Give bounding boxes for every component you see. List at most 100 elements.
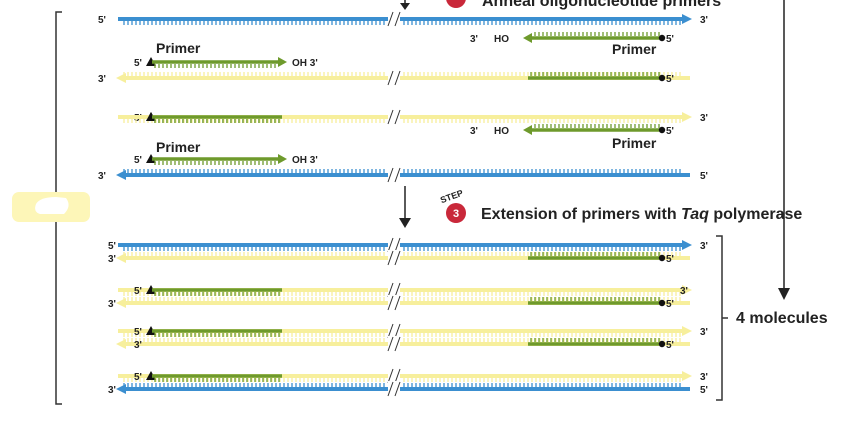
molecule-1-bottom-break-line-b xyxy=(394,250,401,266)
step3-title-em: Taq xyxy=(681,206,709,223)
molecule-1-top-break-line-b xyxy=(394,237,401,253)
molecule-4-bottom-break-line-b xyxy=(394,381,401,397)
label-5prime: 5' xyxy=(134,327,142,338)
label-3prime: 3' xyxy=(700,113,708,124)
label-5prime: 5' xyxy=(134,58,142,69)
step3-number: 3 xyxy=(453,208,459,220)
strand-a-bottom-green-bases xyxy=(530,72,660,76)
primer-r1-marker xyxy=(658,34,666,42)
step3-badge xyxy=(446,203,466,223)
primer-l1-arrowhead xyxy=(278,57,287,67)
molecule-2-bottom-green-bases xyxy=(530,297,660,301)
molecule-4-top-bases xyxy=(123,378,681,382)
strand-b-top-arrowhead xyxy=(682,112,692,122)
strand-a-bottom-break-line-b xyxy=(394,70,401,86)
label-oh3: OH 3' xyxy=(292,155,318,166)
label-primer: Primer xyxy=(612,41,657,57)
label-5prime: 5' xyxy=(134,155,142,166)
primer-r2-bases xyxy=(534,124,660,128)
molecule-2-top-bases xyxy=(123,292,681,296)
molecule-2-bottom-break-gap xyxy=(388,295,400,311)
strand-a-top-arrowhead xyxy=(682,14,692,24)
step3-title: Extension of primers with Taq polymerase xyxy=(481,206,802,223)
cycle-arrow-head xyxy=(778,288,790,300)
strand-b-top-bases xyxy=(123,119,681,123)
label-3prime: 3' xyxy=(108,385,116,396)
molecule-1-bottom-bases xyxy=(123,252,681,256)
molecule-3-top-break-gap xyxy=(388,323,400,339)
strand-b-bottom-break-gap xyxy=(388,167,400,183)
molecule-1-top-bases xyxy=(123,247,681,251)
molecule-4-bottom-bases xyxy=(123,383,681,387)
label-5prime: 5' xyxy=(666,254,674,265)
label-5prime: 5' xyxy=(134,286,142,297)
strand-b-top-break-line-a xyxy=(387,109,394,125)
label-3prime: 3' xyxy=(470,34,478,45)
primer-r1-arrowhead xyxy=(523,33,532,43)
primer-l1-bases xyxy=(154,64,276,68)
label-3prime: 3' xyxy=(98,171,106,182)
label-5prime: 5' xyxy=(700,171,708,182)
step3-word: STEP xyxy=(439,188,465,205)
step3-arrow-head xyxy=(399,218,411,228)
label-primer: Primer xyxy=(156,139,201,155)
primer-l2-arrowhead xyxy=(278,154,287,164)
molecule-3-top-arrowhead xyxy=(682,326,692,336)
label-3prime: 3' xyxy=(700,241,708,252)
label-oh3: OH 3' xyxy=(292,58,318,69)
label-5prime: 5' xyxy=(98,15,106,26)
strand-a-bottom-break-gap xyxy=(388,70,400,86)
label-primer: Primer xyxy=(156,40,201,56)
primer-r2-marker xyxy=(658,126,666,134)
molecule-4-top-break-line-b xyxy=(394,368,401,384)
molecule-1-bottom-break-gap xyxy=(388,250,400,266)
label-3prime: 3' xyxy=(700,15,708,26)
label-3prime: 3' xyxy=(700,327,708,338)
molecule-1-bottom-break-line-a xyxy=(387,250,394,266)
molecule-2-bottom-green-marker xyxy=(658,299,666,307)
primer-l2-bases xyxy=(154,161,276,165)
molecules-bracket xyxy=(716,235,728,401)
step3-title-post: polymerase xyxy=(709,206,802,223)
primer-r2-arrowhead xyxy=(523,125,532,135)
step2-title: Anneal oligonucleotide primers xyxy=(482,0,721,10)
strand-a-top-break-line-b xyxy=(394,11,401,27)
strand-a-top-break-gap xyxy=(388,11,400,27)
strand-a-bottom-green-marker xyxy=(658,74,666,82)
strand-b-bottom-arrowhead xyxy=(116,170,126,180)
molecule-2-bottom-bases xyxy=(123,297,681,301)
molecule-3-bottom-green-bases xyxy=(530,338,660,342)
label-5prime: 5' xyxy=(700,385,708,396)
label-primer: Primer xyxy=(612,135,657,151)
label-3prime: 3' xyxy=(108,299,116,310)
strand-a-bottom-bases xyxy=(123,72,681,76)
label-ho: HO xyxy=(494,34,509,45)
label-5prime: 5' xyxy=(666,74,674,85)
molecule-4-top-break-line-a xyxy=(387,368,394,384)
molecule-2-top-break-line-a xyxy=(387,282,394,298)
strand-b-top-break-gap xyxy=(388,109,400,125)
molecule-1-bottom-green-marker xyxy=(658,254,666,262)
molecule-2-bottom-break-line-a xyxy=(387,295,394,311)
molecule-2-bottom-arrowhead xyxy=(116,298,126,308)
label-5prime: 5' xyxy=(134,372,142,383)
molecule-1-top-break-line-a xyxy=(387,237,394,253)
strand-a-bottom-arrowhead xyxy=(116,73,126,83)
strand-b-top-break-line-b xyxy=(394,109,401,125)
label-3prime: 3' xyxy=(700,372,708,383)
molecule-3-top-break-line-a xyxy=(387,323,394,339)
molecule-4-top-green-bases xyxy=(154,378,280,382)
molecule-3-bottom-arrowhead xyxy=(116,339,126,349)
molecule-3-bottom-green-marker xyxy=(658,340,666,348)
molecule-2-top-arrowhead xyxy=(682,285,692,295)
strand-a-bottom-break-line-a xyxy=(387,70,394,86)
molecule-1-top-break-gap xyxy=(388,237,400,253)
step3-title-pre: Extension of primers with xyxy=(481,206,681,223)
molecule-2-top-green-bases xyxy=(154,292,280,296)
label-3prime: 3' xyxy=(98,74,106,85)
strand-b-bottom-break-line-a xyxy=(387,167,394,183)
label-3prime: 3' xyxy=(680,286,688,297)
strand-a-top-break-line-a xyxy=(387,11,394,27)
